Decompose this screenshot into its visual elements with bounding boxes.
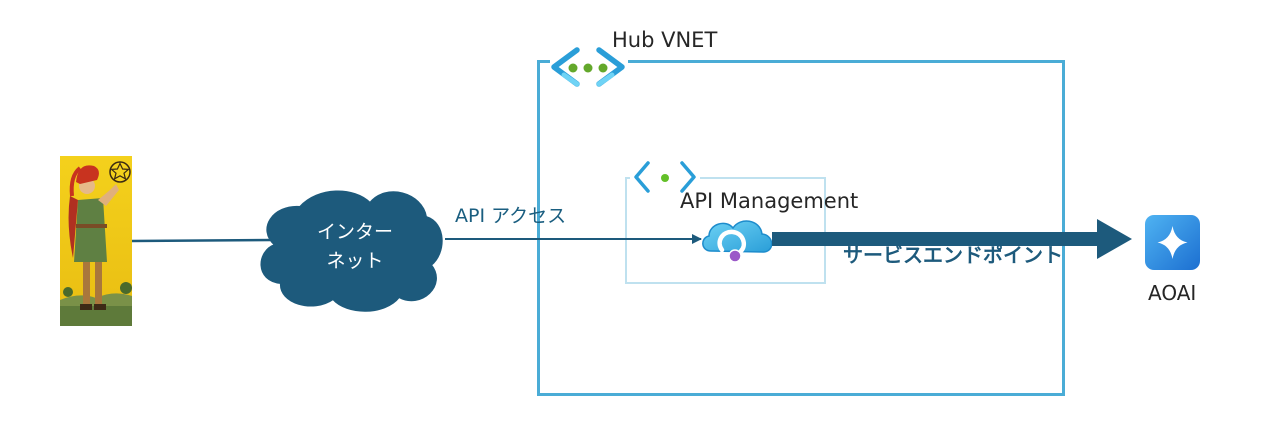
- internet-label-line1: インター: [316, 221, 393, 243]
- service-endpoint-arrow: [772, 219, 1132, 259]
- page-of-pentacles-card: [60, 156, 132, 326]
- subnet-boundary: [625, 177, 826, 284]
- aoai-label: AOAI: [1148, 281, 1197, 305]
- api-management-label: API Management: [680, 189, 859, 213]
- service-endpoint-label: サービスエンドポイント: [843, 243, 1063, 267]
- subnet-icon: [630, 157, 700, 193]
- internet-label: インター ネット: [285, 218, 425, 276]
- virtual-network-icon: [550, 44, 628, 90]
- hub-vnet-label: Hub VNET: [612, 28, 718, 52]
- internet-label-line2: ネット: [326, 250, 384, 272]
- internet-cloud: [260, 190, 443, 312]
- user-to-internet-line: [131, 238, 273, 243]
- azure-openai-icon: [1145, 215, 1200, 270]
- api-access-label: API アクセス: [455, 205, 567, 227]
- api-management-icon: [702, 220, 773, 263]
- hub-vnet-boundary: [537, 60, 1065, 396]
